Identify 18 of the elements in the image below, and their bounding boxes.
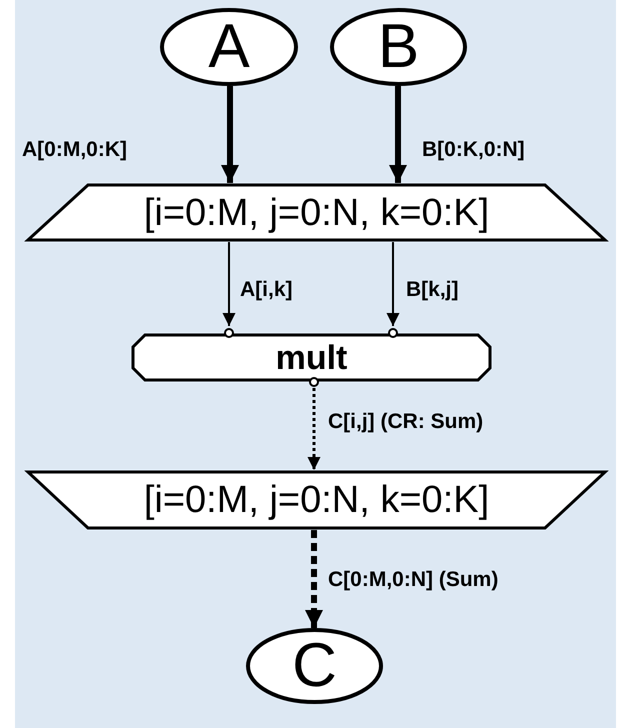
data-ellipse xyxy=(330,8,467,86)
edge-label: C[0:M,0:N] (Sum) xyxy=(326,568,500,592)
arrow xyxy=(221,86,239,183)
arrow xyxy=(389,86,407,183)
node-label: A xyxy=(208,16,250,78)
data-ellipse xyxy=(246,628,383,704)
edge-label: A[i,k] xyxy=(238,278,294,302)
edge-label: A[0:M,0:K] xyxy=(20,138,129,162)
arrow xyxy=(386,242,400,326)
edge-label: B[k,j] xyxy=(404,278,460,302)
node-label: C xyxy=(292,635,337,697)
arrow xyxy=(222,242,236,326)
data-ellipse xyxy=(160,8,298,86)
edge-label: C[i,j] (CR: Sum) xyxy=(326,410,486,434)
dashed-arrow xyxy=(305,530,323,628)
node-label: mult xyxy=(276,340,348,374)
dashed-arrow xyxy=(308,388,320,470)
node-label: B xyxy=(378,16,420,78)
